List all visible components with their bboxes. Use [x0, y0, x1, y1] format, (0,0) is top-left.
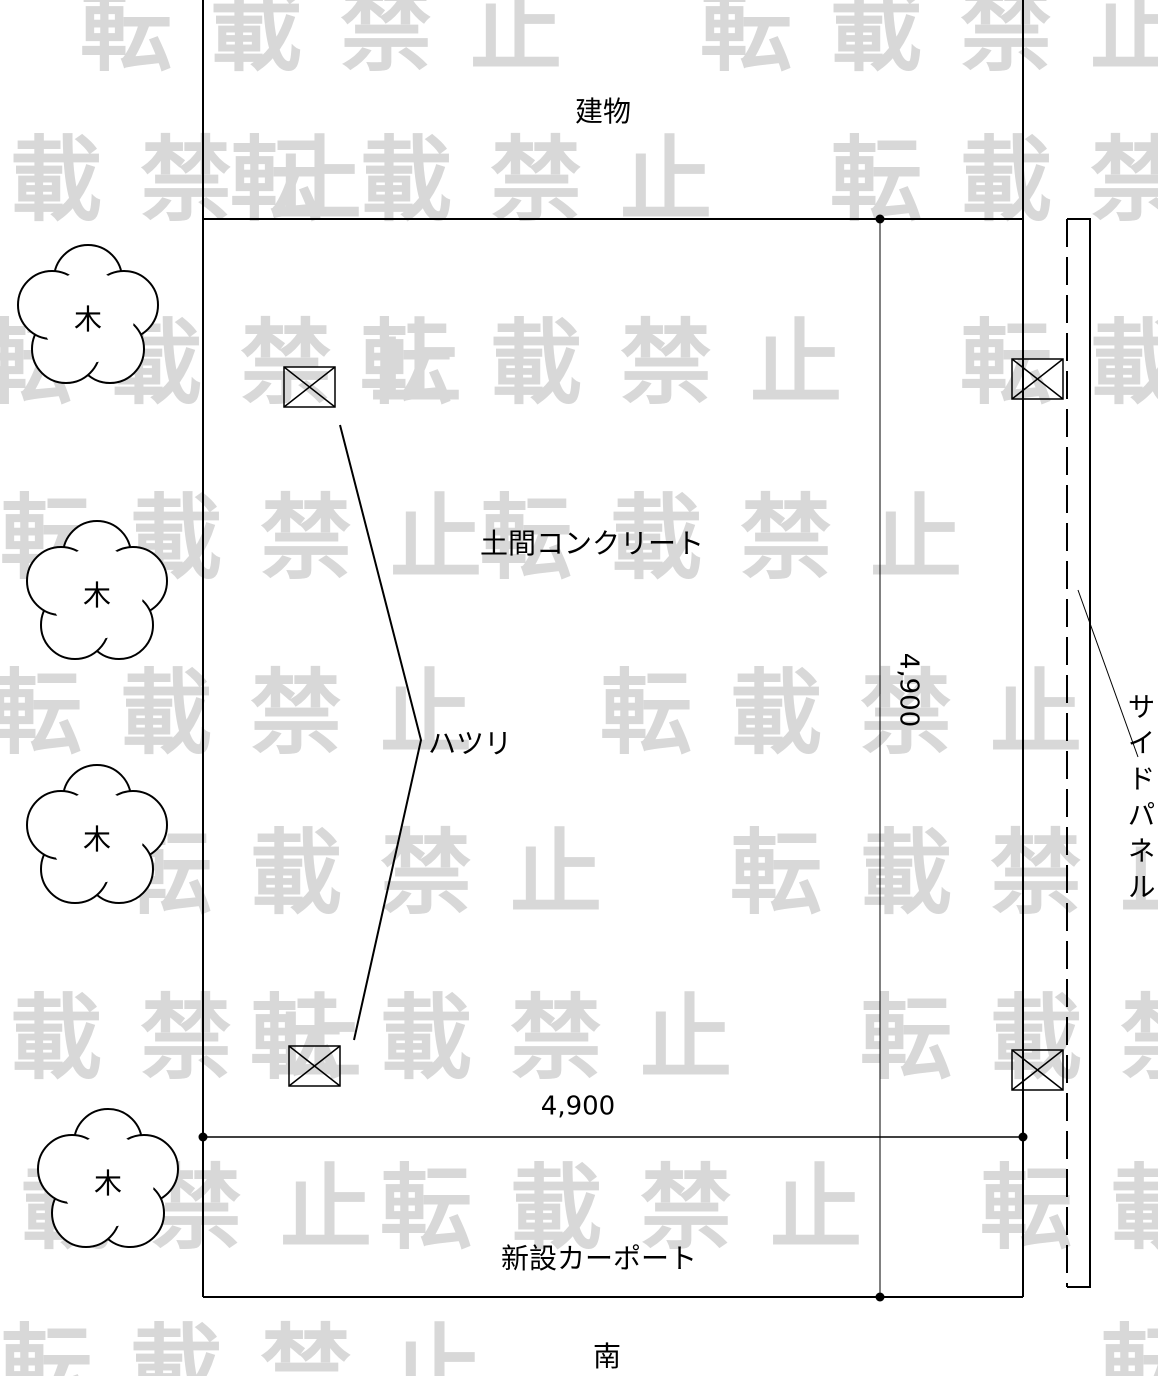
dimension-lines [203, 219, 1023, 1297]
tree-label: 木 [94, 1167, 122, 1200]
tree-icon [17, 244, 159, 384]
chipping-label: ハツリ [428, 727, 512, 760]
watermark-text: 転載禁止 [600, 660, 1120, 767]
dimension-dot [875, 214, 885, 224]
watermark-text: 転載禁止 [830, 127, 1158, 234]
side-panel-outer [1067, 218, 1091, 1288]
post-marker [1011, 1049, 1064, 1091]
watermark-text: 転載禁止 [0, 985, 400, 1092]
watermark-text: 転載禁止 [700, 0, 1158, 84]
tree-label: 木 [74, 303, 102, 336]
dimension-dot [875, 1292, 885, 1302]
post-marker [283, 366, 336, 408]
watermark-text: 転載禁止 [0, 1315, 520, 1376]
watermark-text: 転載禁止 [980, 1155, 1158, 1262]
tree-icon [37, 1108, 179, 1248]
chipping-leader [339, 424, 423, 1041]
watermark-text: 転載禁止 [1100, 1315, 1158, 1376]
watermark-text: 転載禁止 [250, 985, 770, 1092]
dimension-dot [198, 1132, 208, 1142]
watermark-text: 転載禁止 [230, 127, 750, 234]
watermark-text: 転載禁止 [120, 820, 640, 927]
south-label: 南 [593, 1340, 621, 1373]
tree-icon [26, 764, 168, 904]
post-marker [1011, 358, 1064, 400]
watermark-text: 転載禁止 [730, 820, 1158, 927]
post-marker [288, 1045, 341, 1087]
side-panel-leader [1077, 589, 1139, 758]
watermark-text: 転載禁止 [860, 985, 1158, 1092]
building-label: 建物 [575, 95, 631, 128]
tree-label: 木 [83, 579, 111, 612]
plan-lines [202, 0, 1024, 1298]
depth-dimension-label: 4,900 [894, 653, 924, 727]
watermark-text: 転載禁止 [360, 310, 880, 417]
watermark-text: 転載禁止 [480, 485, 1000, 592]
tree-labels: 木 木 木 木 [74, 303, 122, 1200]
watermark-text: 転載禁止 [380, 1155, 900, 1262]
dimension-dot [1018, 1132, 1028, 1142]
dimension-dots [198, 214, 1028, 1302]
post-markers [283, 358, 1064, 1091]
carport-label: 新設カーポート [501, 1242, 697, 1275]
concrete-floor-label: 土間コンクリート [480, 527, 704, 560]
watermark-text: 転載禁止 [960, 310, 1158, 417]
width-dimension-label: 4,900 [541, 1092, 615, 1122]
side-panel-label: サイドパネル [1124, 692, 1157, 908]
watermark-text: 転載禁止 [0, 660, 510, 767]
side-panel [1066, 218, 1139, 1288]
watermark-text: 転載禁止 [0, 127, 400, 234]
tree-label: 木 [83, 823, 111, 856]
trees [17, 244, 179, 1248]
watermark-text: 転載禁止 [80, 0, 600, 84]
tree-icon [26, 520, 168, 660]
